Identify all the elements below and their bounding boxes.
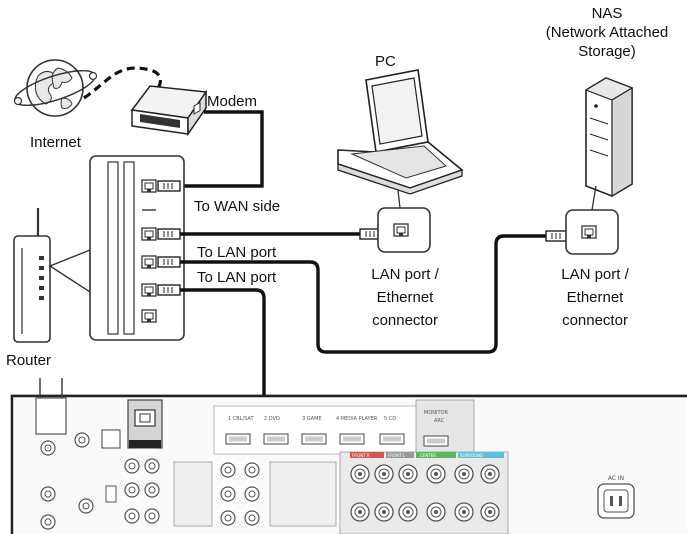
- internet-link: [83, 66, 162, 100]
- nas-lan-label-line1: LAN port /: [561, 266, 629, 283]
- to-wan-label: To WAN side: [194, 198, 281, 215]
- hdmi-input-2: 2 DVD: [264, 416, 280, 422]
- pc-lan-label-line2: Ethernet: [376, 289, 434, 306]
- nas-label-line2: (Network Attached: [545, 24, 669, 41]
- globe-icon: [13, 59, 98, 117]
- ac-in-label: AC IN: [608, 475, 624, 482]
- hdmi-arc-label: ARC: [434, 418, 445, 424]
- speaker-front-r: FRONT R: [352, 453, 370, 458]
- speaker-front-l: FRONT L: [388, 453, 406, 458]
- speaker-center: CENTER: [420, 453, 436, 458]
- router-device: [13, 208, 51, 343]
- pc-laptop: [337, 69, 464, 195]
- hdmi-input-4: 4 MEDIA PLAYER: [336, 416, 378, 422]
- speaker-surround: SURROUND: [460, 453, 483, 458]
- receiver-rear-panel: [10, 378, 687, 534]
- nas-label-line1: NAS: [591, 5, 623, 22]
- to-lan-label-2: To LAN port: [197, 269, 277, 286]
- to-lan-label-1: To LAN port: [197, 244, 277, 261]
- internet-label: Internet: [30, 134, 81, 151]
- router-label: Router: [6, 352, 52, 369]
- modem-device: [130, 85, 208, 137]
- hdmi-input-5: 5 CD: [384, 416, 396, 422]
- hdmi-input-3: 3 GAME: [302, 416, 322, 422]
- nas-lan-label-line2: Ethernet: [566, 289, 624, 306]
- nas-device: [584, 77, 634, 198]
- hdmi-input-1: 1 CBL/SAT: [228, 416, 254, 422]
- hdmi-monitor-label: MONITOR: [424, 410, 448, 416]
- modem-label: Modem: [207, 93, 258, 110]
- network-port-label: NETWORK: [133, 448, 157, 454]
- pc-label: PC: [375, 53, 396, 70]
- wan-cable: [178, 110, 264, 188]
- pc-lan-label-line1: LAN port /: [371, 266, 439, 283]
- lan-cable-nas: [180, 234, 548, 354]
- nas-label-line3: Storage): [578, 43, 636, 60]
- nas-lan-label-line3: connector: [562, 312, 628, 329]
- pc-lan-label-line3: connector: [372, 312, 438, 329]
- zoom-callout: [48, 248, 91, 294]
